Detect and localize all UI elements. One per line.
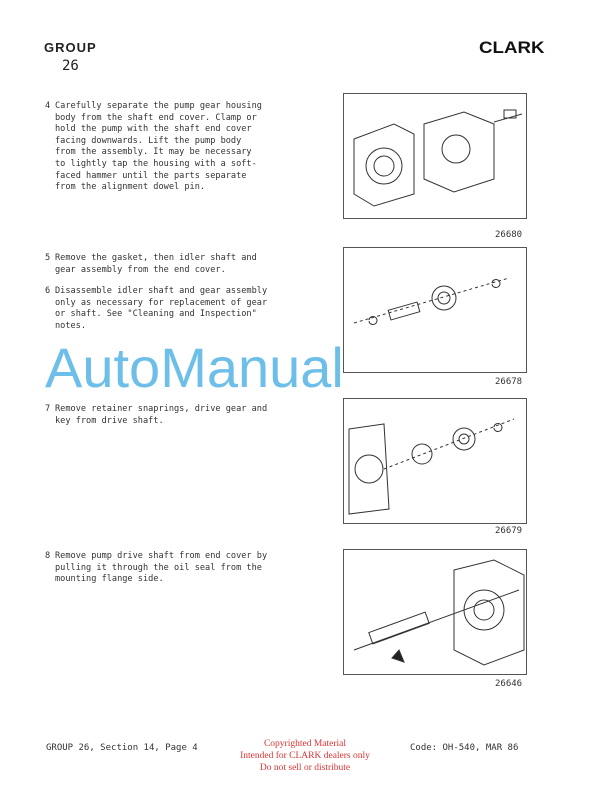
- step-number: 5: [45, 253, 51, 263]
- step-text: Disassemble idler shaft and gear assembl…: [55, 286, 268, 331]
- step-text: Remove retainer snaprings, drive gear an…: [55, 404, 268, 426]
- figure-caption: 26679: [495, 526, 523, 536]
- step-text: Remove pump drive shaft from end cover b…: [55, 551, 268, 585]
- step-5: 5 Remove the gasket, then idler shaft and…: [45, 253, 300, 276]
- figure-caption: 26646: [495, 679, 523, 689]
- figure-idler-shaft: [343, 247, 527, 373]
- clark-logo: CLARK: [479, 38, 545, 57]
- group-number: 26: [62, 58, 79, 74]
- copyright-line: Intended for CLARK dealers only: [240, 751, 370, 761]
- figure-caption: 26680: [495, 230, 523, 240]
- step-8: 8 Remove pump drive shaft from end cover …: [45, 551, 300, 586]
- step-7: 7 Remove retainer snaprings, drive gear a…: [45, 404, 300, 427]
- copyright-line: Copyrighted Material: [263, 739, 347, 749]
- step-6: 6 Disassemble idler shaft and gear assemb…: [45, 286, 300, 332]
- copyright-notice: Copyrighted Material Intended for CLARK …: [220, 738, 390, 774]
- step-number: 4: [45, 101, 51, 111]
- footer-page-ref: GROUP 26, Section 14, Page 4: [46, 743, 198, 753]
- group-label: GROUP: [44, 40, 97, 55]
- step-number: 8: [45, 551, 51, 561]
- step-number: 7: [45, 404, 51, 414]
- watermark: AutoManual: [45, 336, 344, 399]
- step-number: 6: [45, 286, 51, 296]
- figure-pump-housing: [343, 93, 527, 219]
- copyright-line: Do not sell or distribute: [259, 763, 351, 773]
- figure-caption: 26678: [495, 377, 523, 387]
- figure-drive-shaft: [343, 549, 527, 675]
- step-text: Remove the gasket, then idler shaft and …: [55, 253, 257, 275]
- figure-drive-gear: [343, 398, 527, 524]
- step-4: 4 Carefully separate the pump gear housin…: [45, 101, 300, 194]
- step-text: Carefully separate the pump gear housing…: [55, 101, 262, 193]
- footer-code: Code: OH-540, MAR 86: [410, 743, 519, 753]
